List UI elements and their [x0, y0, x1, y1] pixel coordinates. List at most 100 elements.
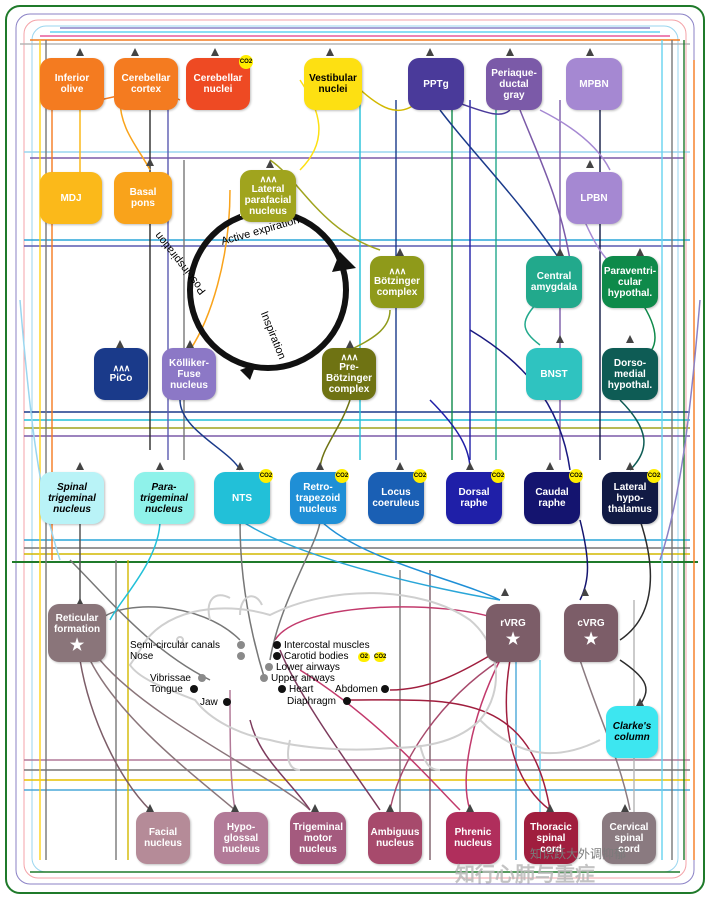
heart-dot: [278, 685, 286, 693]
node-label: cVRG: [577, 618, 605, 629]
node-label: PPTg: [423, 78, 449, 90]
node-thoracic-cord: Thoracic spinal cord: [524, 812, 578, 864]
node-label: Dorso- medial hypothal.: [607, 357, 653, 391]
node-paratrigeminal: Para- trigeminal nucleus: [134, 472, 194, 524]
receptor-nose: Nose: [130, 651, 154, 662]
node-label: Dorsal raphe: [458, 487, 490, 509]
nose-dot: [237, 652, 245, 660]
node-paraventricular: Paraventri- cular hypothal.: [602, 256, 658, 308]
node-label: Phrenic nucleus: [454, 827, 492, 849]
node-label: Locus coeruleus: [372, 487, 420, 509]
node-inferior-olive: Inferior olive: [40, 58, 104, 110]
node-label: Lateral parafacial nucleus: [244, 184, 292, 217]
star-icon: ★: [505, 631, 521, 648]
receptor-upper-airways: Upper airways: [271, 673, 335, 684]
receptor-semicircular-canals: Semi-circular canals: [130, 640, 221, 651]
node-lpbn: LPBN: [566, 172, 622, 224]
node-vestibular-nuclei: Vestibular nuclei: [304, 58, 362, 110]
node-label: Cerebellar nuclei: [193, 73, 243, 95]
node-facial-nucleus: Facial nucleus: [136, 812, 190, 864]
co2-badge: CO2: [239, 55, 253, 69]
vibrissae-dot: [198, 674, 206, 682]
node-pptg: PPTg: [408, 58, 464, 110]
node-kolliker-fuse: Kölliker- Fuse nucleus: [162, 348, 216, 400]
node-label: Clarke's column: [612, 721, 652, 743]
node-mdj: MDJ: [40, 172, 102, 224]
watermark-account: 知识跃大外调抑郁: [530, 847, 627, 861]
watermark-text: 知行心肺与重症: [455, 862, 595, 886]
node-cerebellar-nuclei: Cerebellar nuclei CO2: [186, 55, 253, 110]
node-lateral-parafacial: ∧∧∧Lateral parafacial nucleus: [240, 170, 296, 222]
node-reticular-formation: Reticular formation★: [48, 604, 106, 662]
node-label: Cervical spinal cord: [609, 821, 649, 855]
co2-badge: CO2: [259, 469, 273, 483]
node-basal-pons: Basal pons: [114, 172, 172, 224]
node-label: Central amygdala: [530, 271, 578, 293]
receptor-lower-airways: Lower airways: [276, 662, 340, 673]
node-label: Inferior olive: [54, 73, 90, 95]
node-spinal-trigeminal: Spinal trigeminal nucleus: [40, 472, 104, 524]
diaphragm-dot: [343, 697, 351, 705]
rhythm-icon: ∧∧∧: [259, 174, 278, 184]
node-label: Pre- Bötzinger complex: [325, 362, 373, 395]
node-trigeminal-motor: Trigeminal motor nucleus: [290, 812, 346, 864]
node-label: Reticular formation: [53, 612, 101, 635]
node-label: Caudal raphe: [535, 487, 569, 509]
receptor-abdomen: Abdomen: [335, 684, 378, 695]
node-phrenic: Phrenic nucleus: [446, 812, 500, 864]
o2-badge: O2: [358, 652, 370, 662]
node-cvrg: cVRG ★: [564, 604, 618, 662]
node-label: Vestibular nuclei: [309, 73, 357, 95]
node-label: PiCo: [109, 373, 133, 384]
jaw-dot: [223, 698, 231, 706]
mouse-silhouette: [128, 592, 601, 771]
node-clarkes-column: Clarke's column: [606, 706, 658, 758]
node-rvrg: rVRG ★: [486, 604, 540, 662]
node-label: Cerebellar cortex: [121, 73, 171, 95]
carotid-dot: [273, 652, 281, 660]
intercostal-dot: [273, 641, 281, 649]
node-label: Facial nucleus: [144, 827, 182, 849]
co2-badge: CO2: [647, 469, 661, 483]
receptor-heart: Heart: [289, 684, 314, 695]
node-pre-botzinger: ∧∧∧Pre- Bötzinger complex: [322, 348, 376, 400]
node-label: Spinal trigeminal nucleus: [48, 481, 96, 515]
node-mpbn: MPBN: [566, 58, 622, 110]
node-label: Thoracic spinal cord: [530, 821, 572, 855]
rhythm-icon: ∧∧∧: [340, 352, 359, 362]
node-dorsomedial: Dorso- medial hypothal.: [602, 348, 658, 400]
node-label: Lateral hypo- thalamus: [608, 481, 652, 515]
receptor-vibrissae: Vibrissae: [150, 673, 191, 684]
tongue-dot: [190, 685, 198, 693]
node-cerebellar-cortex: Cerebellar cortex: [114, 58, 178, 110]
star-icon: ★: [583, 631, 599, 648]
node-label: Para- trigeminal nucleus: [140, 481, 188, 515]
node-label: Bötzinger complex: [373, 275, 421, 298]
rhythm-icon: ∧∧∧: [388, 265, 407, 276]
node-label: Hypo- glossal nucleus: [222, 821, 260, 855]
receptor-intercostal: Intercostal muscles: [284, 640, 370, 651]
node-central-amygdala: Central amygdala: [526, 256, 582, 308]
lower-airways-dot: [265, 663, 273, 671]
receptor-jaw: Jaw: [200, 697, 218, 708]
receptor-tongue: Tongue: [150, 684, 183, 695]
co2-badge-carotid: CO2: [374, 652, 387, 662]
node-ambiguus: Ambiguus nucleus: [368, 812, 422, 864]
node-label: MPBN: [579, 78, 609, 90]
rhythm-icon: ∧∧∧: [112, 363, 131, 373]
node-label: MDJ: [60, 192, 82, 204]
star-icon: ★: [69, 636, 85, 654]
node-label: rVRG: [500, 618, 526, 629]
node-label: LPBN: [580, 192, 608, 204]
node-label: Retro- trapezoid nucleus: [295, 481, 341, 515]
receptor-diaphragm: Diaphragm: [287, 696, 336, 707]
node-label: Periaque- ductal gray: [491, 67, 537, 101]
